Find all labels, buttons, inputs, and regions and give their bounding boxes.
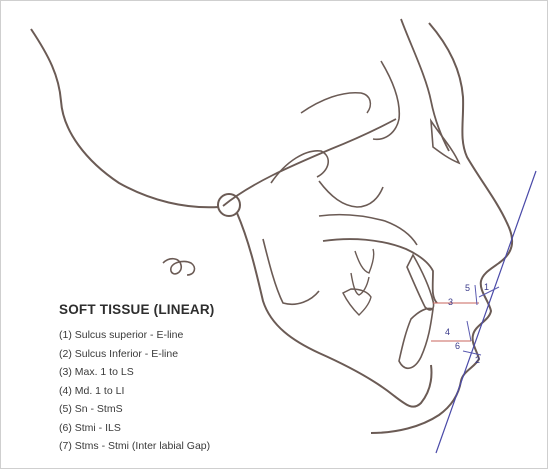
legend-item: (4) Md. 1 to LI xyxy=(59,382,215,401)
mandible-outline xyxy=(237,213,432,407)
marker-4: 4 xyxy=(445,327,450,337)
lower-incisor xyxy=(399,308,433,368)
legend-title: SOFT TISSUE (LINEAR) xyxy=(59,302,215,317)
hyoid-bone xyxy=(163,259,194,275)
e-line xyxy=(436,171,536,453)
marker-3: 3 xyxy=(448,297,453,307)
marker-6: 6 xyxy=(455,341,460,351)
zygoma-outline xyxy=(319,181,383,207)
marker-5: 5 xyxy=(465,283,470,293)
measure-line-5 xyxy=(475,285,477,305)
legend-item: (3) Max. 1 to LS xyxy=(59,363,215,382)
legend-item: (7) Stms - Stmi (Inter labial Gap) xyxy=(59,437,215,456)
legend: SOFT TISSUE (LINEAR) (1) Sulcus superior… xyxy=(59,302,215,456)
cranium-outline xyxy=(31,29,219,207)
inner-skull-line xyxy=(301,93,370,113)
measure-line-6 xyxy=(467,321,471,341)
upper-incisor xyxy=(407,255,434,310)
condyle xyxy=(218,194,240,216)
legend-item: (2) Sulcus Inferior - E-line xyxy=(59,345,215,364)
sella-region xyxy=(271,151,328,183)
marker-1: 1 xyxy=(484,282,489,292)
maxilla-outline xyxy=(323,239,437,303)
cranial-base xyxy=(223,119,396,206)
legend-item: (1) Sulcus superior - E-line xyxy=(59,326,215,345)
legend-item: (6) Stmi - ILS xyxy=(59,419,215,438)
marker-2: 2 xyxy=(475,355,480,365)
legend-item: (5) Sn - StmS xyxy=(59,400,215,419)
orbit-outline xyxy=(373,61,399,139)
upper-molar xyxy=(351,249,374,295)
ramus-outline xyxy=(263,239,319,304)
